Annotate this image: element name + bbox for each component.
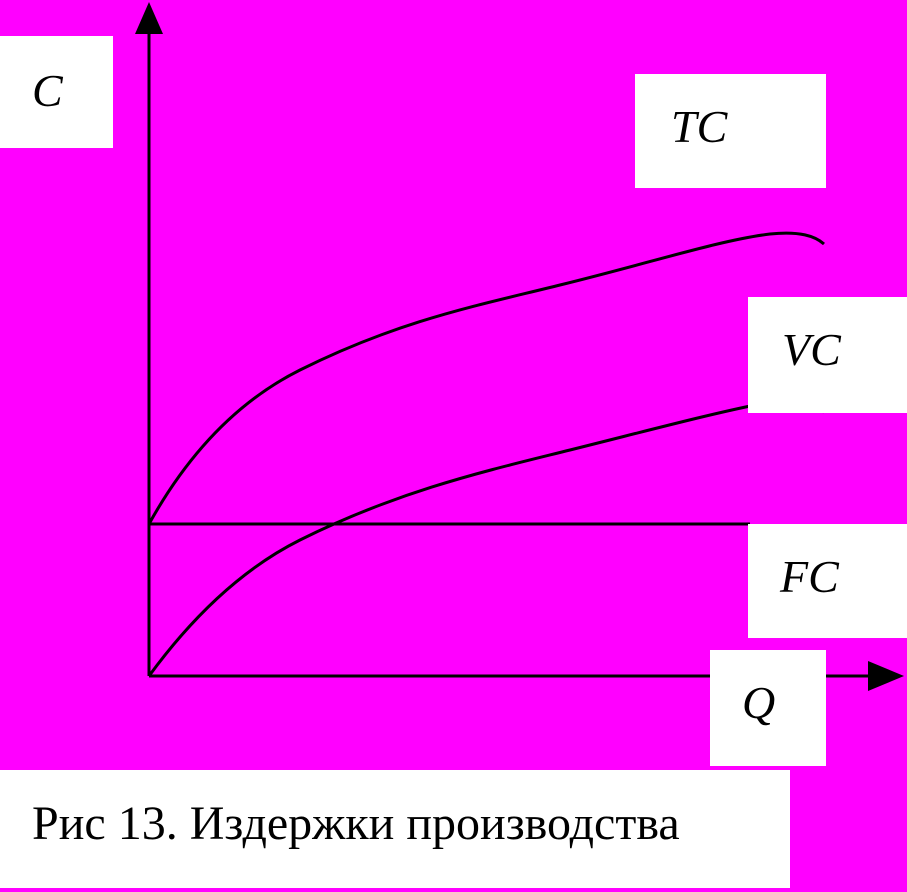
tc-curve <box>147 231 825 525</box>
y-axis-arrow <box>135 2 163 34</box>
x-axis-label: Q <box>710 650 826 766</box>
vc-curve <box>147 400 825 677</box>
tc-label: TC <box>635 74 826 188</box>
vc-label: VC <box>748 297 907 413</box>
y-axis-label: C <box>0 36 113 148</box>
figure-caption: Рис 13. Издержки производства <box>0 770 790 888</box>
x-axis-arrow <box>868 661 904 691</box>
fc-label: FC <box>748 524 907 638</box>
